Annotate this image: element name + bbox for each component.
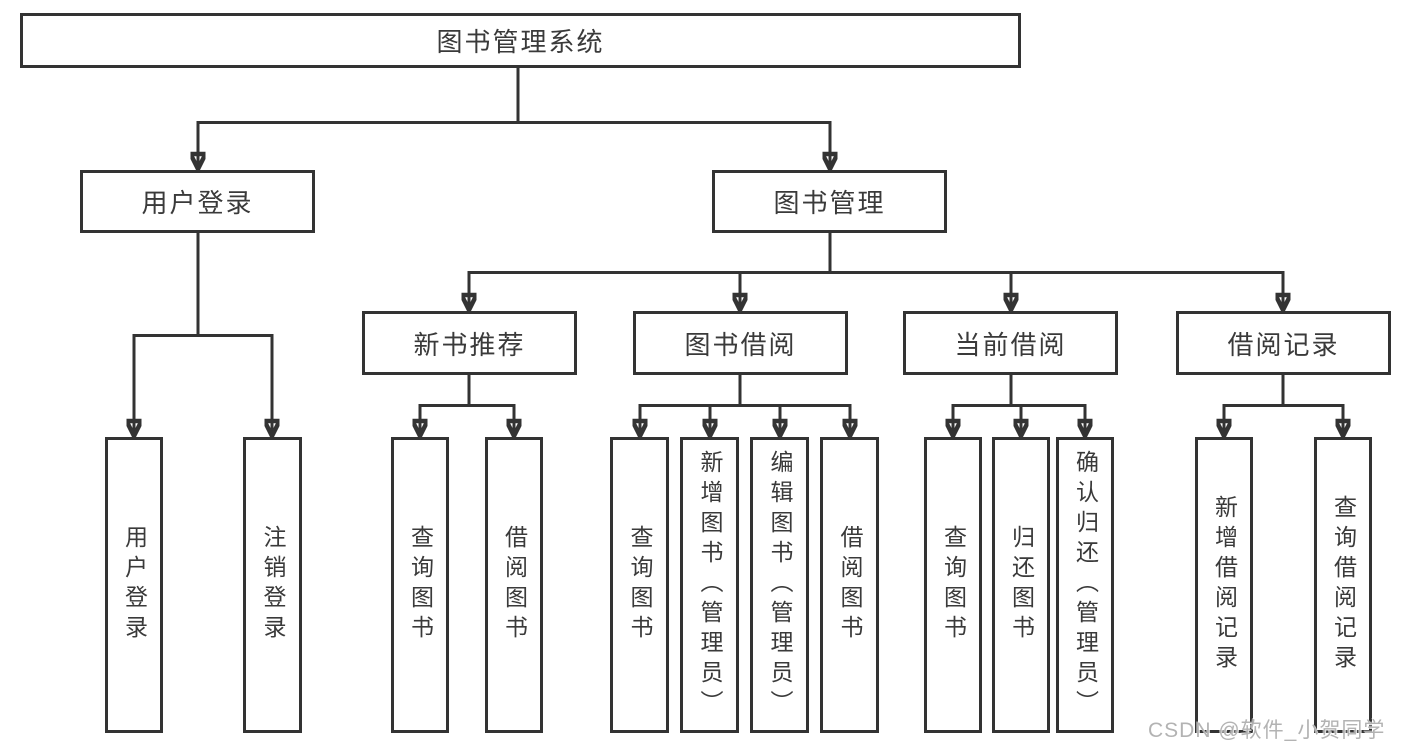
- connector-book-borrow-trunk: [638, 375, 852, 407]
- node-user-login-label: 用户登录: [141, 188, 254, 218]
- leaf-bb-borrow-books-label: 借阅图书: [837, 525, 863, 645]
- node-root: 图书管理系统: [20, 13, 1021, 68]
- connector-book-management-trunk: [467, 233, 1285, 274]
- leaf-br-add-record-label: 新增借阅记录: [1211, 495, 1238, 675]
- node-user-login: 用户登录: [80, 170, 315, 233]
- leaf-logout-login: 注销登录: [243, 437, 302, 733]
- node-new-book-recommend-label: 新书推荐: [413, 329, 526, 360]
- leaf-cb-query-books-label: 查询图书: [940, 525, 967, 645]
- leaf-nb-borrow-books: 借阅图书: [485, 437, 543, 733]
- leaf-bb-query-books-label: 查询图书: [627, 525, 653, 645]
- leaf-cb-confirm-return-admin-label: 确认归还（管理员）: [1072, 450, 1099, 720]
- leaf-bb-borrow-books: 借阅图书: [820, 437, 879, 733]
- leaf-user-login: 用户登录: [105, 437, 163, 733]
- node-book-management: 图书管理: [712, 170, 947, 233]
- connector-new-books-trunk: [418, 375, 516, 407]
- leaf-cb-return-books-label: 归还图书: [1008, 525, 1035, 645]
- node-current-borrow: 当前借阅: [903, 311, 1118, 375]
- leaf-nb-borrow-books-label: 借阅图书: [501, 525, 528, 645]
- connector-user-login-trunk: [132, 233, 274, 337]
- node-book-management-label: 图书管理: [773, 188, 886, 218]
- connector-current-borrow-trunk: [951, 375, 1087, 407]
- leaf-br-query-record: 查询借阅记录: [1314, 437, 1372, 733]
- leaf-logout-login-label: 注销登录: [260, 525, 286, 645]
- connector-borrow-records-trunk: [1222, 375, 1345, 407]
- leaf-bb-query-books: 查询图书: [610, 437, 669, 733]
- leaf-bb-add-books-admin: 新增图书（管理员）: [680, 437, 739, 733]
- leaf-bb-add-books-admin-label: 新增图书（管理员）: [697, 450, 723, 720]
- node-book-borrow: 图书借阅: [633, 311, 848, 375]
- leaf-bb-edit-books-admin-label: 编辑图书（管理员）: [767, 450, 793, 720]
- leaf-nb-query-books: 查询图书: [391, 437, 449, 733]
- leaf-nb-query-books-label: 查询图书: [407, 525, 434, 645]
- node-root-label: 图书管理系统: [436, 27, 605, 57]
- leaf-bb-edit-books-admin: 编辑图书（管理员）: [750, 437, 809, 733]
- connector-root-trunk: [196, 68, 832, 124]
- node-borrow-records-label: 借阅记录: [1227, 329, 1340, 360]
- leaf-cb-return-books: 归还图书: [992, 437, 1050, 733]
- leaf-br-query-record-label: 查询借阅记录: [1330, 495, 1357, 675]
- leaf-cb-confirm-return-admin: 确认归还（管理员）: [1056, 437, 1114, 733]
- node-book-borrow-label: 图书借阅: [684, 329, 797, 360]
- node-borrow-records: 借阅记录: [1176, 311, 1391, 375]
- node-current-borrow-label: 当前借阅: [954, 329, 1067, 360]
- csdn-watermark: CSDN @软件_小贺同学: [1148, 719, 1386, 742]
- leaf-br-add-record: 新增借阅记录: [1195, 437, 1253, 733]
- leaf-cb-query-books: 查询图书: [924, 437, 982, 733]
- node-new-book-recommend: 新书推荐: [362, 311, 577, 375]
- leaf-user-login-label: 用户登录: [121, 525, 148, 645]
